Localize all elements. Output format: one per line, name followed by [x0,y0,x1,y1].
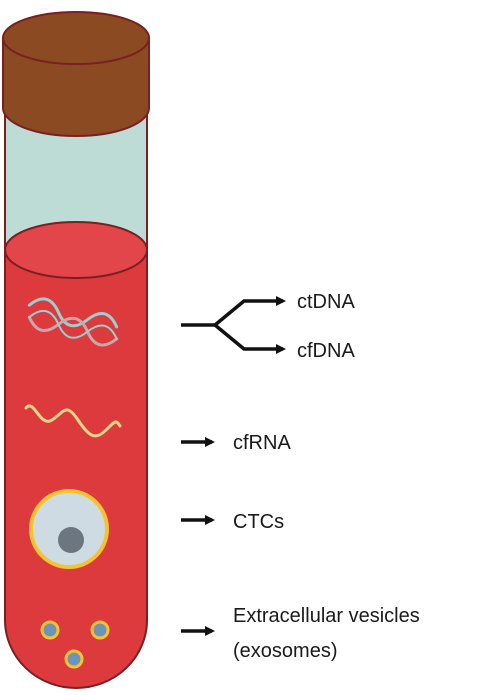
vesicle-icon [40,620,110,669]
blood-fill [4,249,148,689]
tube-cap [1,37,150,137]
tube-cap-top [2,11,150,65]
branch-lower [213,323,286,354]
label-exosomes: (exosomes) [233,640,337,662]
label-ctdna: ctDNA [297,291,355,313]
blood-surface [4,221,148,279]
label-cfrna: cfRNA [233,432,291,454]
label-ctcs: CTCs [233,511,284,533]
single-strand-icon [24,404,122,438]
label-cfdna: cfDNA [297,340,355,362]
branch-upper [213,296,286,327]
circulating-tumor-cell-icon [29,489,109,569]
label-extracellular-vesicles: Extracellular vesicles [233,605,420,627]
double-helix-icon [27,297,119,347]
branch-arrow [181,296,286,354]
